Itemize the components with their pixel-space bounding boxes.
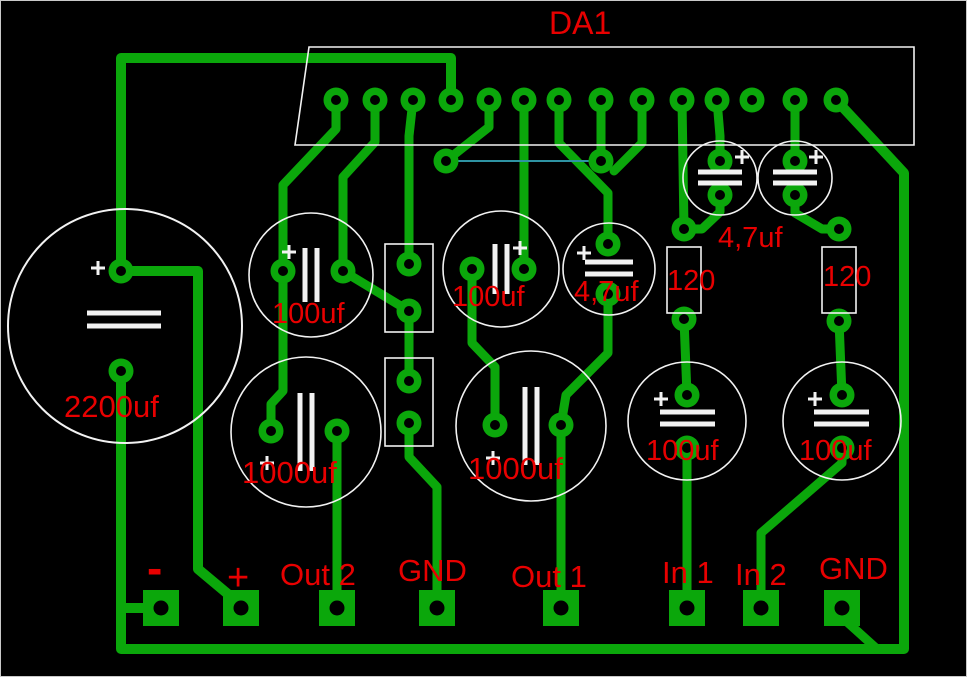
label-layer: DA1 4,7uf 100uf 100uf 4,7uf 120 120 2200… bbox=[64, 5, 888, 599]
component-pad bbox=[782, 182, 808, 208]
component-pad bbox=[396, 410, 422, 436]
terminal-label-in1: In 1 bbox=[662, 555, 714, 590]
ic-pin-pad bbox=[362, 87, 388, 113]
capacitor-outline-100uf-c bbox=[627, 361, 747, 481]
terminal-pad-out2 bbox=[319, 590, 355, 626]
component-pad bbox=[511, 256, 537, 282]
component-pad bbox=[826, 216, 852, 242]
component-pad bbox=[671, 306, 697, 332]
terminal-label-out1: Out 1 bbox=[511, 559, 587, 594]
ic-pin-pad bbox=[400, 87, 426, 113]
capacitor-outline-2200uf bbox=[7, 208, 243, 444]
component-pad bbox=[330, 258, 356, 284]
label-cap-100uf-d: 100uf bbox=[799, 435, 873, 467]
terminal-pad-neg bbox=[143, 590, 179, 626]
copper-trace-signals bbox=[266, 95, 882, 654]
ic-pin-pad bbox=[669, 87, 695, 113]
ic-pin-pad bbox=[438, 87, 464, 113]
component-pad bbox=[108, 358, 134, 384]
component-pad bbox=[674, 382, 700, 408]
component-pad bbox=[108, 258, 134, 284]
label-cap-47uf-top: 4,7uf bbox=[718, 222, 783, 254]
component-pad bbox=[671, 216, 697, 242]
component-pad bbox=[324, 418, 350, 444]
terminal-pad-in1 bbox=[669, 590, 705, 626]
terminal-pad-in2 bbox=[743, 590, 779, 626]
capacitor-outline-47uf-a bbox=[682, 140, 758, 216]
component-pad bbox=[270, 258, 296, 284]
silkscreen-layer bbox=[7, 46, 915, 508]
ic-outline bbox=[294, 46, 915, 146]
ic-pin-pad bbox=[546, 87, 572, 113]
ic-pin-pad bbox=[588, 87, 614, 113]
ic-pads bbox=[323, 87, 849, 113]
component-pad bbox=[396, 368, 422, 394]
component-pad bbox=[258, 418, 284, 444]
ic-pin-pad bbox=[629, 87, 655, 113]
resistor-outline-120-a bbox=[666, 246, 702, 314]
terminal-label-out2: Out 2 bbox=[280, 557, 356, 592]
terminal-pad-out1 bbox=[543, 590, 579, 626]
resistor-outline-jumper-a bbox=[384, 243, 434, 333]
ic-pin-pad bbox=[511, 87, 537, 113]
capacitor-outline-1000uf-a bbox=[230, 356, 382, 508]
polarity-plus-marks bbox=[91, 150, 823, 470]
label-cap-2200uf: 2200uf bbox=[64, 389, 159, 424]
label-res-120-a: 120 bbox=[667, 265, 715, 297]
capacitor-outline-100uf-b bbox=[442, 210, 560, 328]
component-pad bbox=[595, 231, 621, 257]
ic-pin-pad bbox=[323, 87, 349, 113]
capacitor-outline-1000uf-b bbox=[455, 350, 607, 502]
label-cap-100uf-c: 100uf bbox=[646, 435, 720, 467]
terminal-pads bbox=[143, 590, 860, 626]
terminal-label-pos: + bbox=[227, 557, 249, 599]
capacitor-outline-100uf-a bbox=[248, 212, 374, 338]
component-pad bbox=[829, 382, 855, 408]
ic-pin-pad bbox=[476, 87, 502, 113]
ic-pin-pad bbox=[704, 87, 730, 113]
terminal-pad-gnd-right bbox=[824, 590, 860, 626]
terminal-pad-gnd-left bbox=[419, 590, 455, 626]
component-pad bbox=[548, 412, 574, 438]
ic-pin-pad bbox=[739, 87, 765, 113]
copper-trace-power bbox=[116, 53, 909, 654]
terminal-label-neg: - bbox=[147, 542, 162, 594]
label-cap-100uf-a: 100uf bbox=[272, 298, 346, 330]
resistor-outline-jumper-b bbox=[384, 357, 434, 447]
component-pad bbox=[459, 256, 485, 282]
component-pad bbox=[396, 298, 422, 324]
terminal-label-gnd-left: GND bbox=[398, 553, 467, 588]
label-cap-100uf-b: 100uf bbox=[452, 281, 526, 313]
terminal-label-gnd-right: GND bbox=[819, 551, 888, 586]
ic-pin-pad bbox=[782, 87, 808, 113]
capacitor-plates bbox=[87, 169, 869, 471]
via-pad bbox=[433, 148, 459, 174]
label-cap-1000uf-b: 1000uf bbox=[468, 451, 563, 486]
label-res-120-b: 120 bbox=[823, 261, 871, 293]
component-pad bbox=[482, 412, 508, 438]
capacitor-outline-47uf-mid bbox=[562, 222, 656, 316]
ic-pin-pad bbox=[823, 87, 849, 113]
label-cap-1000uf-a: 1000uf bbox=[242, 455, 337, 490]
resistor-outline-120-b bbox=[821, 246, 857, 314]
label-cap-47uf-mid: 4,7uf bbox=[574, 276, 639, 308]
terminal-label-in2: In 2 bbox=[735, 557, 787, 592]
component-pad bbox=[396, 251, 422, 277]
capacitor-outline-100uf-d bbox=[782, 361, 902, 481]
component-pad bbox=[707, 182, 733, 208]
capacitor-outline-47uf-b bbox=[757, 140, 833, 216]
via-pad bbox=[588, 148, 614, 174]
label-ic-da1: DA1 bbox=[549, 5, 611, 41]
